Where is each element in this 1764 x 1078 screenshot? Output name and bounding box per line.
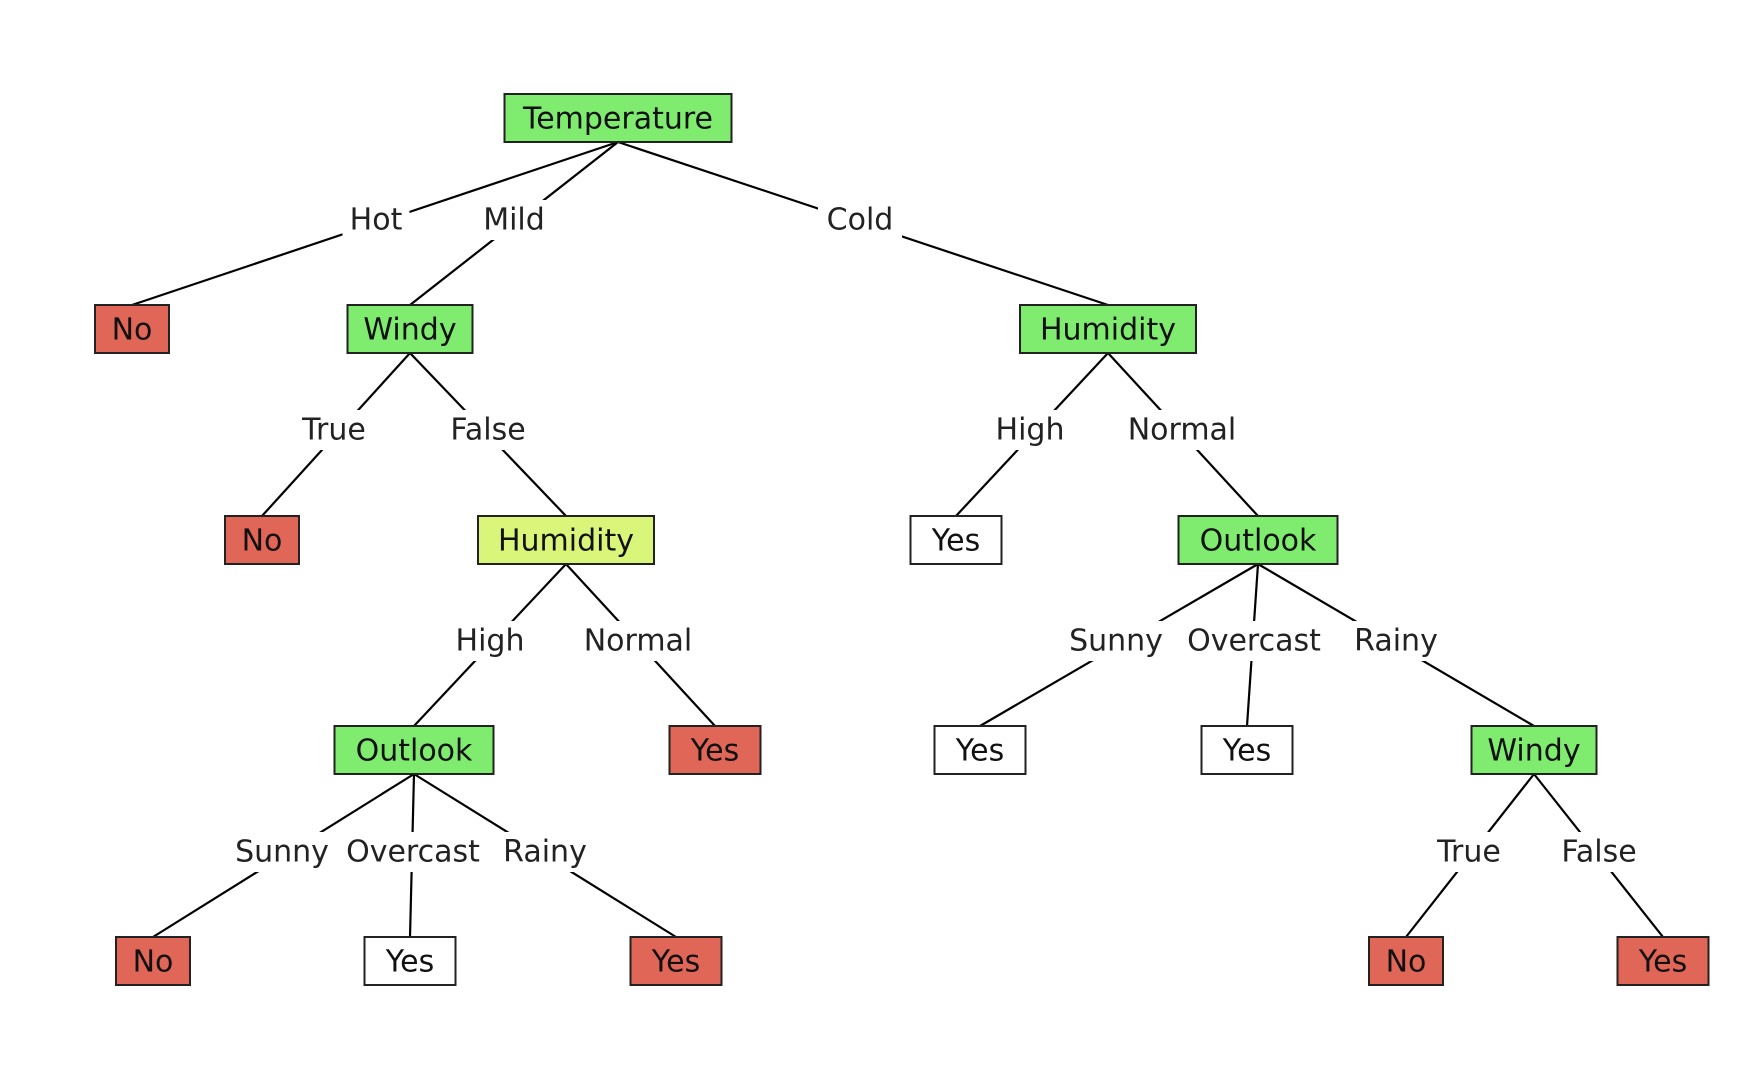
edge-label-background xyxy=(1123,410,1241,450)
edge-label-mild: Mild xyxy=(483,203,545,238)
edge-label-background xyxy=(342,200,410,240)
edge-label-background xyxy=(579,621,697,661)
node-box xyxy=(363,936,457,986)
edge-label-background xyxy=(988,410,1072,450)
edge-label-background xyxy=(337,832,489,872)
edge-label-false: False xyxy=(1561,835,1636,870)
node-label: Humidity xyxy=(1040,313,1176,348)
node-label: Outlook xyxy=(1200,524,1317,559)
node-box xyxy=(1177,515,1339,565)
edge-label-background xyxy=(1178,621,1330,661)
edge-label-background xyxy=(1065,621,1167,661)
node-box xyxy=(477,515,655,565)
node-box xyxy=(115,936,191,986)
edge-label-background xyxy=(231,832,333,872)
node-label: Temperature xyxy=(522,102,713,137)
edge-label-normal: Normal xyxy=(1128,413,1237,448)
node-label: Windy xyxy=(363,313,456,348)
node-box xyxy=(1019,304,1197,354)
edge-label-background xyxy=(448,621,532,661)
leaf-node-no: No xyxy=(94,304,170,354)
leaf-node-yes: Yes xyxy=(909,515,1003,565)
leaf-node-no: No xyxy=(224,515,300,565)
leaf-node-yes: Yes xyxy=(1200,725,1294,775)
node-label: No xyxy=(133,945,174,980)
node-label: Yes xyxy=(651,945,700,980)
edge-label-hot: Hot xyxy=(350,203,403,238)
attribute-node-windy: Windy xyxy=(346,304,474,354)
node-label: No xyxy=(1386,945,1427,980)
node-label: No xyxy=(242,524,283,559)
attribute-node-humidity: Humidity xyxy=(477,515,655,565)
node-box xyxy=(1200,725,1294,775)
node-label: No xyxy=(112,313,153,348)
node-label: Yes xyxy=(690,734,739,769)
node-box xyxy=(503,93,733,143)
node-label: Yes xyxy=(385,945,434,980)
attribute-node-windy: Windy xyxy=(1470,725,1598,775)
edge-label-normal: Normal xyxy=(584,624,693,659)
edge-label-rainy: Rainy xyxy=(1354,624,1438,659)
edge-label-background xyxy=(1548,832,1650,872)
edge-label-sunny: Sunny xyxy=(235,835,329,870)
edge-label-background xyxy=(292,410,376,450)
leaf-node-yes: Yes xyxy=(629,936,723,986)
edge-label-background xyxy=(472,200,556,240)
leaf-node-no: No xyxy=(115,936,191,986)
node-label: Yes xyxy=(931,524,980,559)
edge-label-high: High xyxy=(456,624,525,659)
edge-lines xyxy=(131,140,1664,938)
edge-label-false: False xyxy=(450,413,525,448)
node-box xyxy=(224,515,300,565)
node-box xyxy=(629,936,723,986)
edge-label-background xyxy=(1345,621,1447,661)
node-label: Windy xyxy=(1487,734,1580,769)
node-label: Humidity xyxy=(498,524,634,559)
node-box xyxy=(94,304,170,354)
leaf-node-yes: Yes xyxy=(1616,936,1710,986)
node-box xyxy=(1616,936,1710,986)
node-label: Outlook xyxy=(356,734,473,769)
node-label: Yes xyxy=(955,734,1004,769)
edge-label-background xyxy=(437,410,539,450)
edge-label-overcast: Overcast xyxy=(1187,624,1321,659)
attribute-node-temperature: Temperature xyxy=(503,93,733,143)
attribute-node-humidity: Humidity xyxy=(1019,304,1197,354)
edge-label-background xyxy=(1427,832,1511,872)
edge-label-cold: Cold xyxy=(827,203,894,238)
node-box xyxy=(346,304,474,354)
node-box xyxy=(933,725,1027,775)
node-label: Yes xyxy=(1222,734,1271,769)
edge-label-overcast: Overcast xyxy=(346,835,480,870)
edge-label-true: True xyxy=(1436,835,1501,870)
node-box xyxy=(1368,936,1444,986)
leaf-node-yes: Yes xyxy=(933,725,1027,775)
leaf-node-yes: Yes xyxy=(668,725,762,775)
node-box xyxy=(333,725,495,775)
node-box xyxy=(1470,725,1598,775)
edge-label-sunny: Sunny xyxy=(1069,624,1163,659)
edge-label-rainy: Rainy xyxy=(503,835,587,870)
node-box xyxy=(668,725,762,775)
node-box xyxy=(909,515,1003,565)
attribute-node-outlook: Outlook xyxy=(333,725,495,775)
leaf-node-yes: Yes xyxy=(363,936,457,986)
edge-label-high: High xyxy=(996,413,1065,448)
edge-label-true: True xyxy=(301,413,366,448)
node-label: Yes xyxy=(1638,945,1687,980)
edge-label-background xyxy=(494,832,596,872)
leaf-node-no: No xyxy=(1368,936,1444,986)
edge-label-background xyxy=(818,200,902,240)
attribute-node-outlook: Outlook xyxy=(1177,515,1339,565)
